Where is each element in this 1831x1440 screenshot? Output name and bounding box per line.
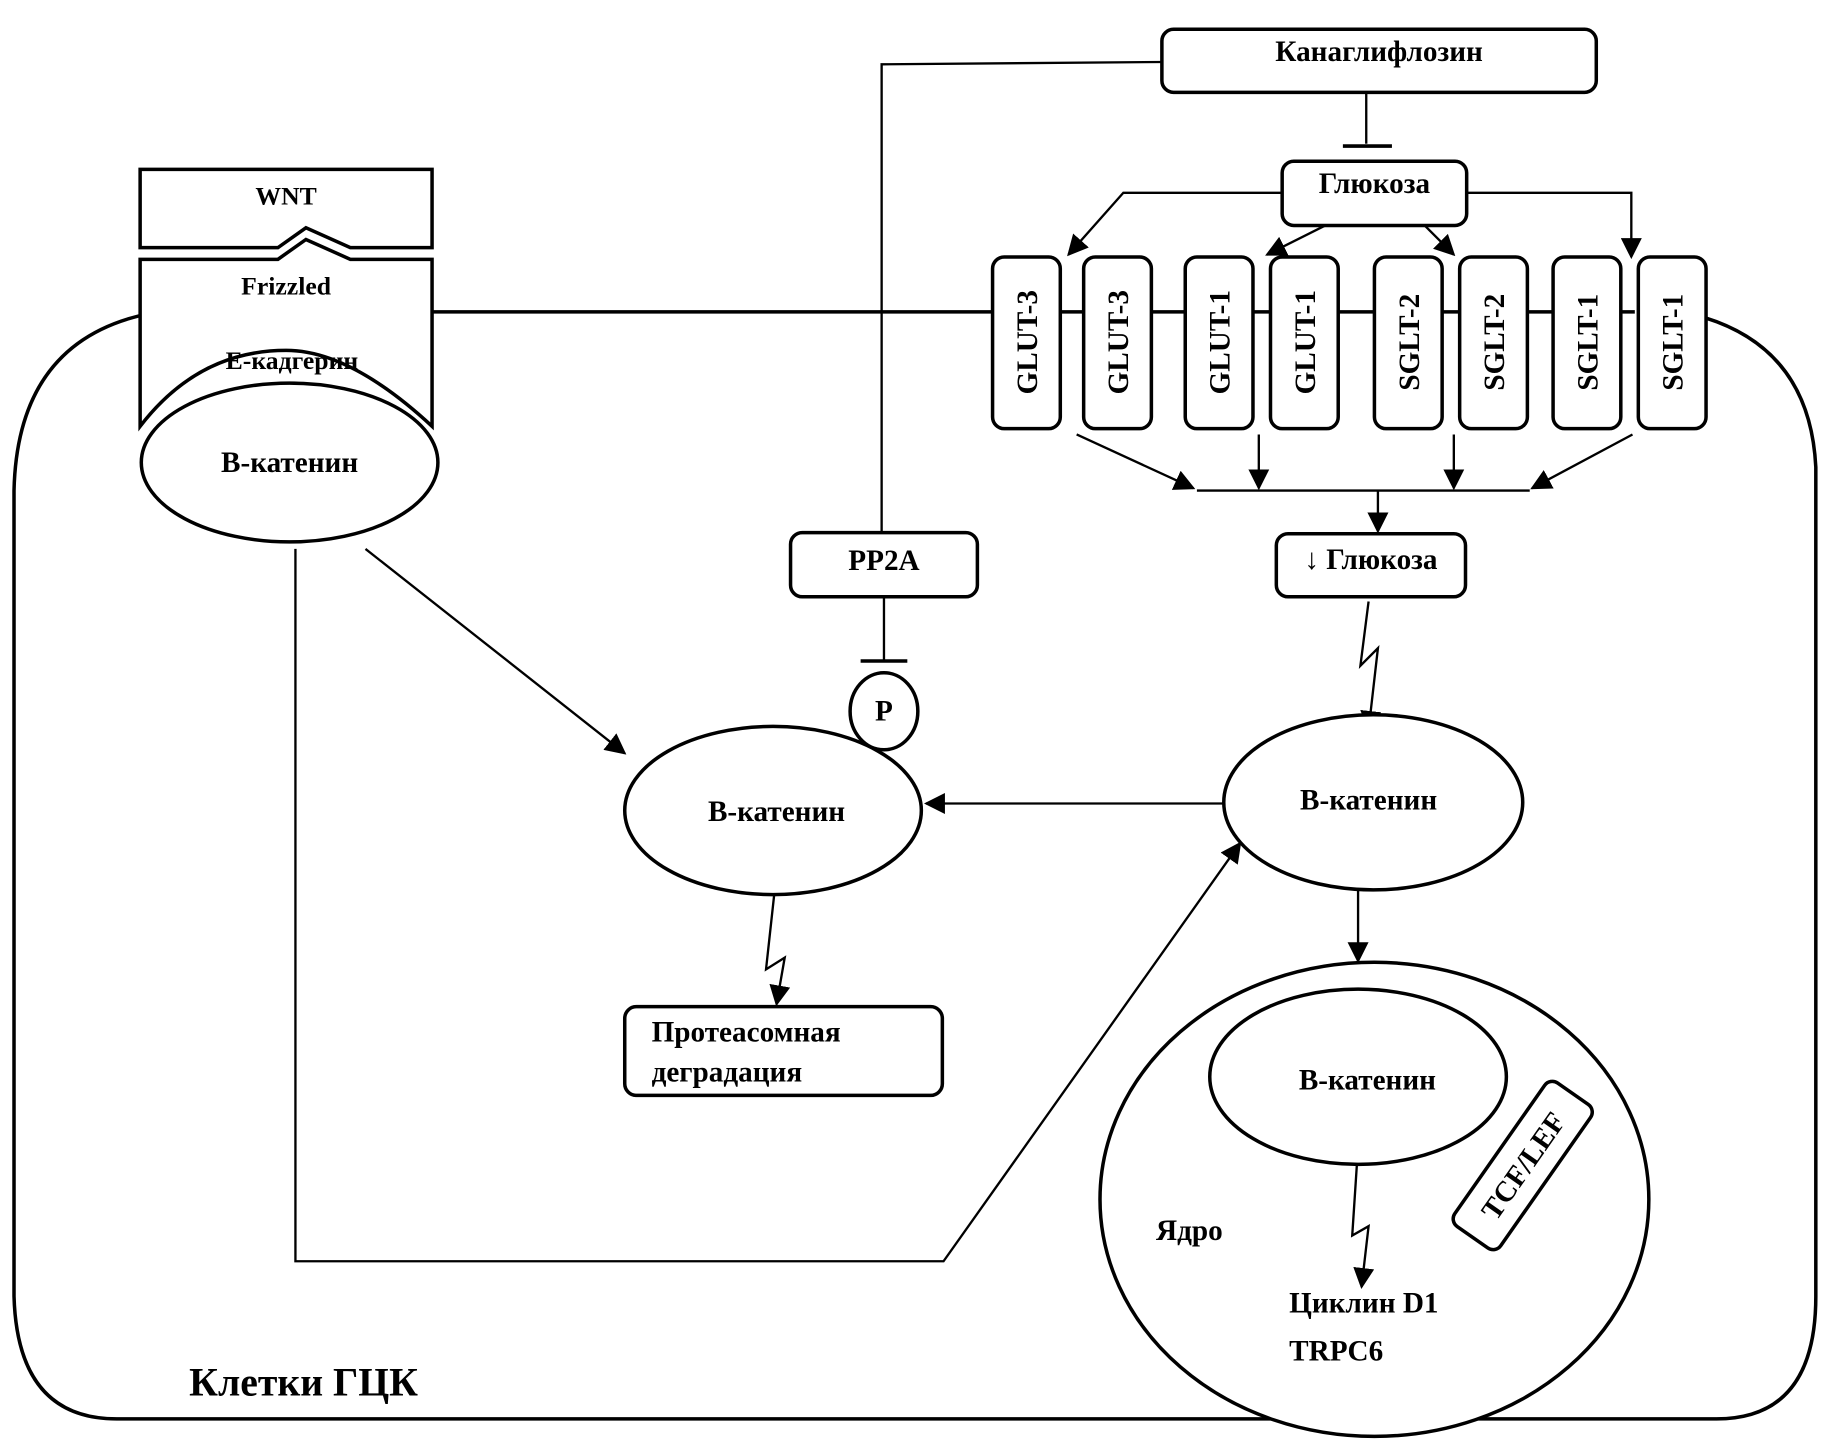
glucose-arrow-glut3 — [1067, 191, 1283, 257]
glucose-label: Глюкоза — [1319, 168, 1431, 200]
center-to-proteasome — [764, 894, 791, 1007]
nucleus-catenin-to-genes — [1350, 1164, 1375, 1290]
transporter-sglt-1-2: SGLT-1 — [1636, 255, 1708, 431]
transporter-glut-3-1: GLUT-3 — [990, 255, 1063, 431]
target-gene-2: TRPC6 — [1289, 1335, 1383, 1367]
transporter-label: SGLT-1 — [1572, 294, 1604, 391]
beta-catenin-right-label: B-катенин — [1300, 784, 1437, 816]
cell-label: Клетки ГЦК — [189, 1361, 418, 1405]
converge-arrow-1 — [1076, 433, 1196, 490]
transporter-sglt-2-2: SGLT-2 — [1457, 255, 1530, 431]
frizzled-label: Frizzled — [241, 271, 331, 300]
membrane-to-center-arrow — [364, 548, 627, 755]
transporter-glut-3-2: GLUT-3 — [1081, 255, 1154, 431]
converge-arrow-4 — [1530, 433, 1634, 490]
target-gene-1: Циклин D1 — [1289, 1288, 1438, 1320]
low-glucose-to-beta-catenin — [1358, 601, 1382, 733]
transporter-glut-1-1: GLUT-1 — [1183, 255, 1255, 431]
transporter-sglt-2-1: SGLT-2 — [1372, 255, 1444, 431]
transporter-label: GLUT-1 — [1205, 290, 1237, 394]
low-glucose-label: ↓ Глюкоза — [1304, 544, 1438, 576]
canagliflozin-to-pp2a — [880, 60, 1162, 533]
glucose-arrow-sglt2 — [1423, 224, 1456, 257]
phospho-circle — [848, 670, 920, 752]
proteasome-box — [622, 1004, 945, 1098]
cell-membrane — [12, 311, 1818, 1421]
transporter-label: SGLT-2 — [1479, 294, 1511, 391]
membrane-to-right-arrow — [294, 548, 1242, 1263]
beta-catenin-center-label: B-катенин — [708, 796, 845, 828]
transporter-label: GLUT-1 — [1290, 290, 1322, 394]
beta-catenin-membrane — [139, 381, 440, 544]
pp2a-box — [788, 530, 980, 599]
e-cadherin-label: E-кадгерин — [226, 346, 359, 375]
beta-catenin-membrane-label: B-катенин — [221, 447, 358, 479]
transporter-label: GLUT-3 — [1012, 290, 1044, 394]
phospho-label: P — [875, 696, 893, 728]
beta-catenin-nucleus — [1208, 987, 1509, 1167]
canagliflozin-box — [1160, 27, 1599, 95]
nucleus-label: Ядро — [1156, 1215, 1223, 1247]
canagliflozin-label: Канаглифлозин — [1275, 36, 1483, 68]
frizzled-box — [138, 237, 434, 432]
wnt-box — [138, 167, 434, 250]
proteasome-line2: деградация — [652, 1056, 803, 1088]
glucose-arrow-glut1 — [1265, 224, 1326, 256]
low-glucose-box — [1274, 531, 1468, 599]
wnt-label: WNT — [255, 181, 316, 210]
beta-catenin-nucleus-label: B-катенин — [1299, 1065, 1436, 1097]
transporter-glut-1-2: GLUT-1 — [1268, 255, 1340, 431]
proteasome-line1: Протеасомная — [652, 1017, 841, 1049]
glucose-arrow-sglt1 — [1466, 191, 1642, 260]
transporter-label: SGLT-1 — [1658, 294, 1690, 391]
pp2a-label: PP2A — [848, 545, 919, 577]
transporter-label: GLUT-3 — [1103, 290, 1135, 394]
transporter-sglt-1-1: SGLT-1 — [1551, 255, 1623, 431]
transporter-label: SGLT-2 — [1394, 294, 1426, 391]
